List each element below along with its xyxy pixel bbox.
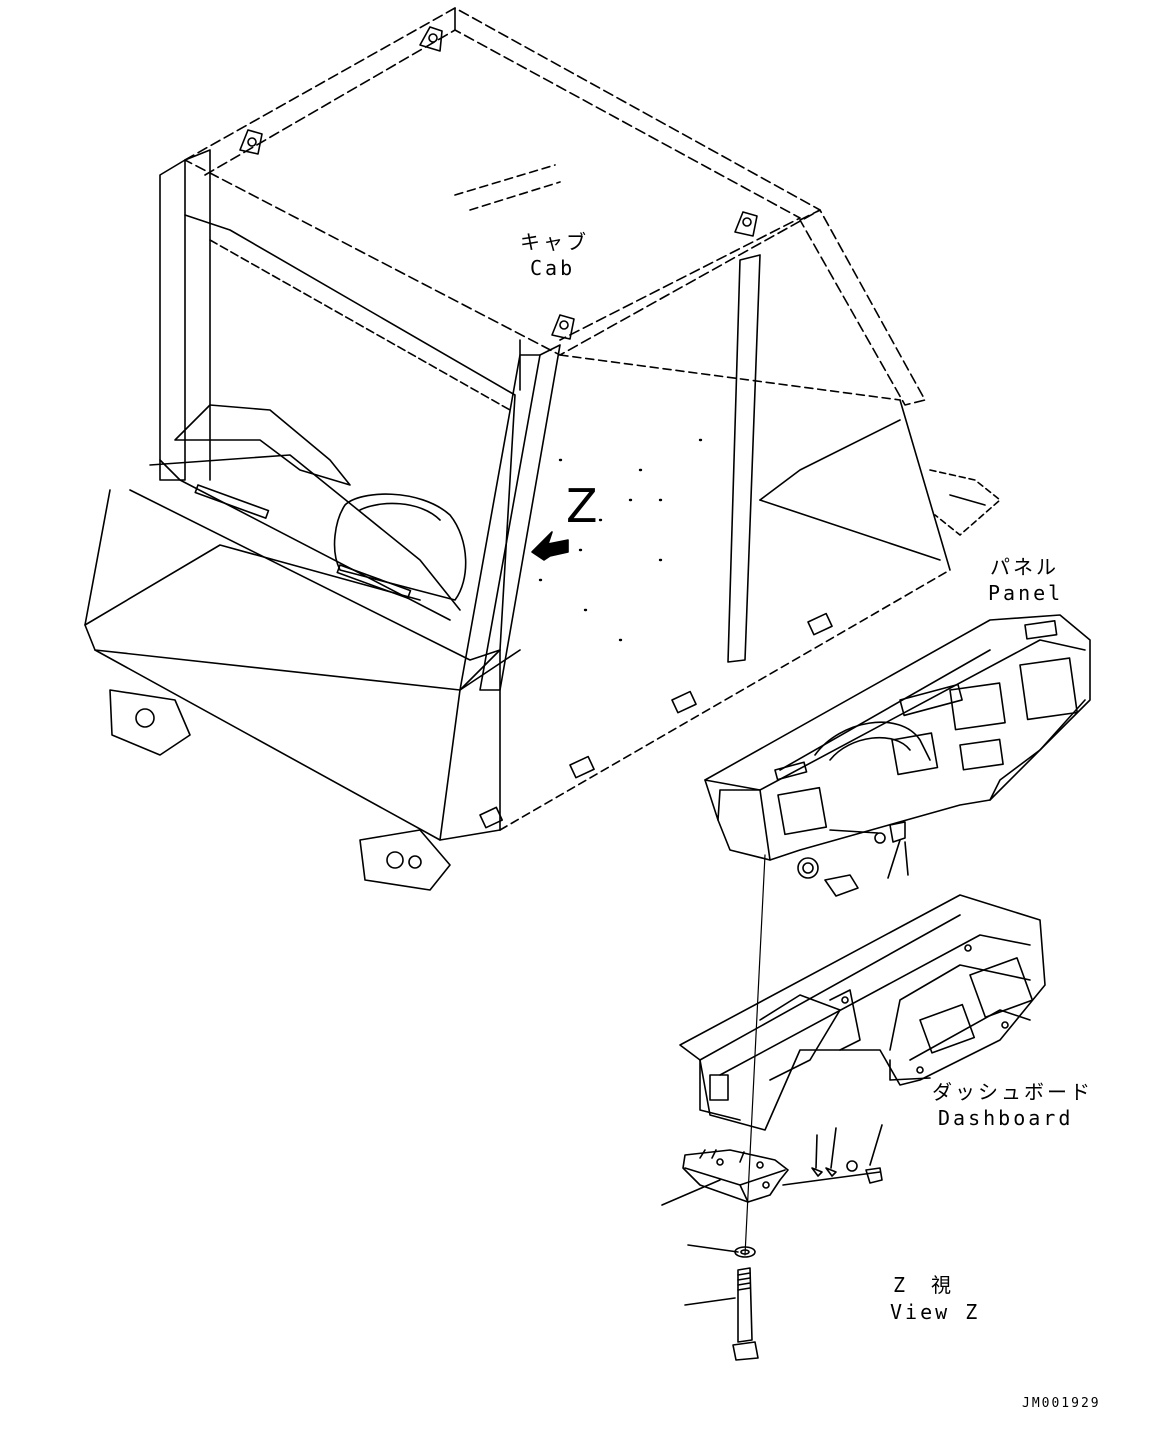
instrument-panel bbox=[705, 615, 1090, 896]
lift-eye bbox=[735, 212, 757, 236]
panel-bolt bbox=[825, 875, 858, 896]
cab-label-en: Cab bbox=[530, 256, 576, 280]
cab-roof bbox=[185, 8, 820, 355]
screw bbox=[812, 1168, 822, 1176]
view-z-label-en: View Z bbox=[890, 1300, 981, 1324]
front-console bbox=[175, 405, 350, 485]
view-z-parts bbox=[662, 1125, 882, 1360]
rear-pillar bbox=[728, 255, 760, 662]
seat-back bbox=[335, 494, 466, 600]
panel-label-en: Panel bbox=[988, 581, 1064, 605]
drawing-code: JM001929 bbox=[1022, 1396, 1101, 1411]
front-right-pillar bbox=[480, 345, 560, 690]
z-marker-label: Z bbox=[566, 479, 598, 533]
panel-body bbox=[705, 615, 1090, 860]
vent-strip bbox=[195, 485, 268, 518]
dashboard-label-en: Dashboard bbox=[938, 1106, 1074, 1130]
cab-floor bbox=[500, 570, 950, 830]
cab-frame bbox=[85, 8, 1000, 890]
lift-eye bbox=[420, 27, 442, 51]
z-view-arrow bbox=[532, 532, 568, 560]
cab-skid bbox=[110, 690, 190, 755]
dashboard-label-jp: ダッシュボード bbox=[932, 1080, 1093, 1104]
cab-label-jp: キャブ bbox=[520, 230, 589, 254]
washer bbox=[847, 1161, 857, 1171]
lift-eye bbox=[552, 315, 574, 339]
screw bbox=[826, 1168, 836, 1176]
dashboard-outline bbox=[680, 895, 1045, 1130]
dashboard-opening bbox=[970, 958, 1032, 1017]
cab-lower-left bbox=[85, 490, 500, 690]
windshield-frame bbox=[130, 215, 515, 660]
washer bbox=[735, 1247, 755, 1257]
panel-bracket bbox=[890, 822, 905, 842]
floor-dots bbox=[540, 440, 701, 640]
cab-right-fender bbox=[930, 470, 1000, 535]
panel-display bbox=[950, 683, 1005, 730]
mount-bracket bbox=[683, 1150, 788, 1202]
dashboard-frame bbox=[680, 895, 1045, 1130]
nut bbox=[866, 1168, 882, 1183]
panel-label-jp: パネル bbox=[990, 555, 1059, 579]
cab-skid bbox=[360, 830, 450, 890]
front-left-pillar bbox=[160, 160, 185, 480]
mount-line bbox=[745, 855, 765, 1255]
view-z-label-jp: Z 視 bbox=[893, 1273, 955, 1297]
vent-strip bbox=[337, 565, 410, 598]
lift-eye bbox=[240, 130, 262, 154]
bolt bbox=[738, 1268, 752, 1342]
rear-right-pillar bbox=[800, 210, 925, 405]
